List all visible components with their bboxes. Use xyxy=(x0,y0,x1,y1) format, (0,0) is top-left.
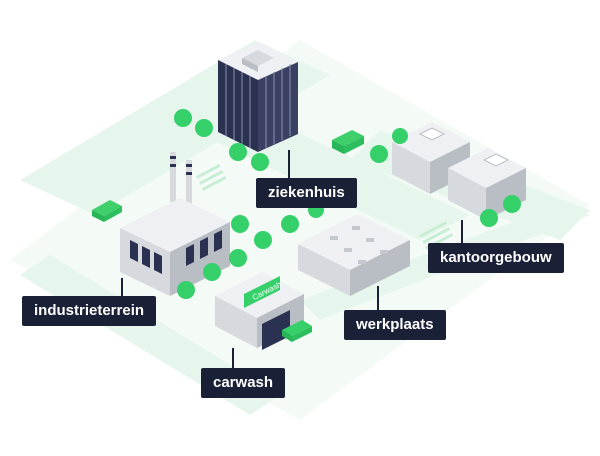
office-buildings xyxy=(392,122,526,220)
carwash-label: carwash xyxy=(201,368,286,398)
ziekenhuis-label: ziekenhuis xyxy=(256,178,357,208)
industrieterrein-connector xyxy=(121,278,123,298)
hospital-building xyxy=(218,42,298,152)
kantoorgebouw-label: kantoorgebouw xyxy=(428,243,564,273)
carwash-building: Carwash xyxy=(215,272,312,350)
industrieterrein-label: industrieterrein xyxy=(22,296,157,326)
workshop-building xyxy=(298,214,410,296)
carwash-connector xyxy=(232,348,234,368)
werkplaats-label: werkplaats xyxy=(344,310,446,340)
werkplaats-connector xyxy=(377,286,379,312)
ziekenhuis-connector xyxy=(288,150,290,180)
delivery-trucks xyxy=(92,130,364,222)
kantoorgebouw-connector xyxy=(461,220,463,244)
ground-layer xyxy=(10,40,590,420)
